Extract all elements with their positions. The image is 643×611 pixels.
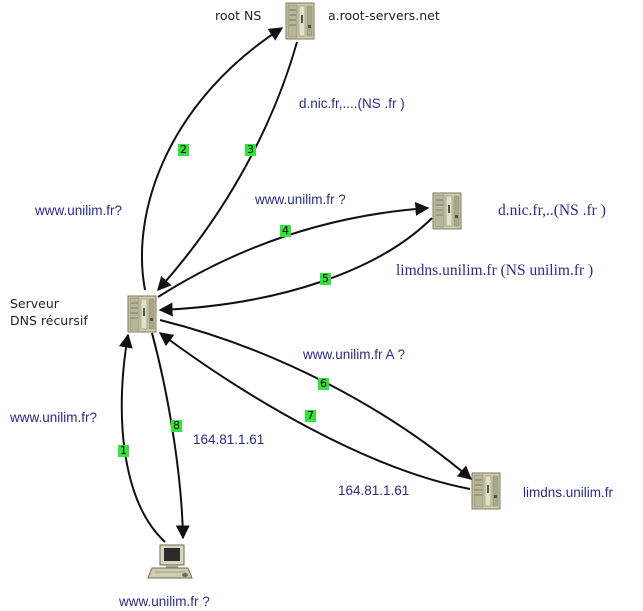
resolver-label-line1: Serveur (10, 296, 59, 311)
limdns-mid-server-name: limdns.unilim.fr (NS unilim.fr ) (396, 262, 594, 279)
client-answer-label: 164.81.1.61 (193, 432, 265, 447)
root-server-icon (285, 2, 315, 40)
step-badge-5: 5 (320, 272, 331, 285)
step-badge-3: 3 (245, 143, 256, 156)
step-badge-6: 6 (318, 377, 329, 390)
step-badge-4: 4 (280, 224, 291, 237)
limdns-query-label: www.unilim.fr A ? (303, 347, 406, 362)
arrow-1 (118, 333, 166, 543)
limdns-server-icon (471, 472, 501, 510)
step-badge-1: 1 (118, 444, 129, 457)
arrow-3 (157, 41, 298, 292)
nic-server-name: d.nic.fr,..(NS .fr ) (498, 202, 606, 219)
arrow-7 (158, 332, 471, 490)
recursive-server-icon (127, 295, 157, 333)
limdns-answer-label: 164.81.1.61 (338, 483, 410, 498)
root-ns-label: root NS (215, 8, 262, 23)
resolver-label-line2: DNS récursif (10, 313, 88, 328)
arrow-2 (141, 27, 284, 291)
nic-query-label: www.unilim.fr ? (255, 192, 346, 207)
client-query-label: www.unilim.fr? (10, 410, 98, 425)
nic-server-icon (432, 192, 462, 230)
arrow-6 (159, 319, 473, 480)
root-server-name: a.root-servers.net (328, 8, 440, 23)
client-computer-icon (147, 544, 193, 579)
arrow-8 (151, 332, 190, 540)
limdns-bottom-server-name: limdns.unilim.fr (523, 485, 614, 500)
client-computer-query: www.unilim.fr ? (119, 594, 210, 609)
message-arrows (118, 27, 473, 543)
step-badge-7: 7 (305, 409, 316, 422)
root-query-label: www.unilim.fr? (35, 203, 123, 218)
step-badge-2: 2 (178, 143, 189, 156)
step-badge-8: 8 (171, 419, 182, 432)
root-response-label: d.nic.fr,....(NS .fr ) (299, 96, 405, 111)
